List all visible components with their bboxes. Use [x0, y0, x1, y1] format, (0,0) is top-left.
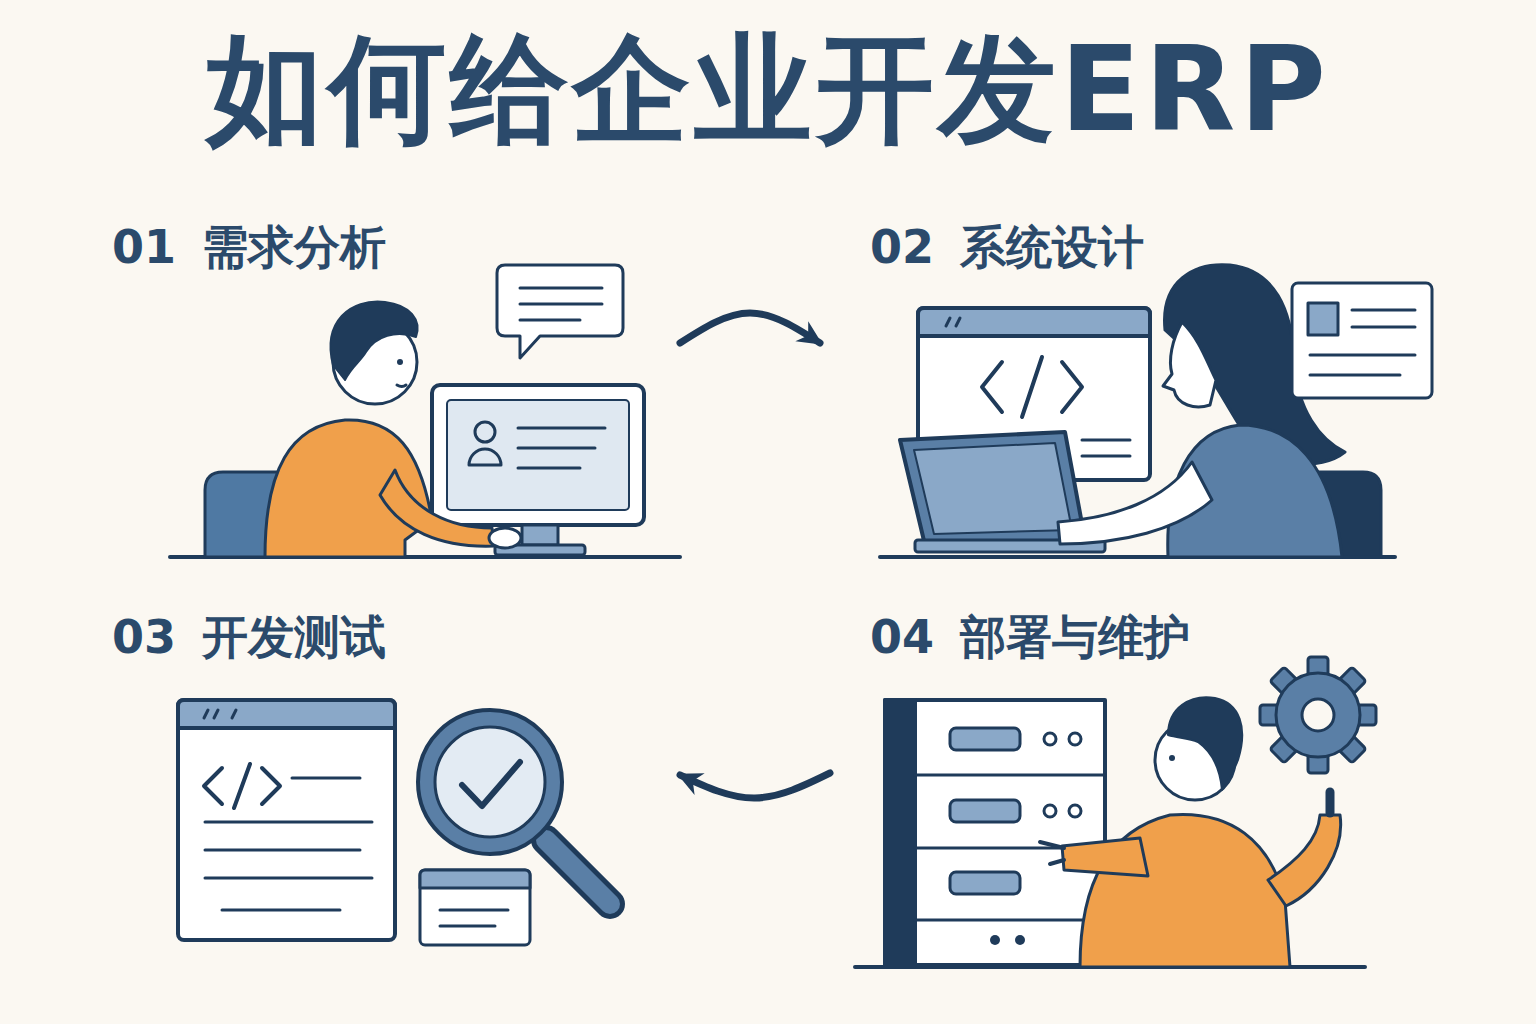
designer-figure	[880, 265, 1432, 557]
step-heading: 04 部署与维护	[870, 610, 1190, 665]
step-panel: 03 开发测试	[110, 610, 680, 960]
title: 如何给企业开发ERP	[0, 22, 1536, 158]
step-heading: 03 开发测试	[112, 610, 386, 665]
deploy-figure	[855, 657, 1376, 967]
step-heading: 02 系统设计	[870, 220, 1144, 275]
flow-arrow	[680, 773, 830, 798]
flow-arrow	[680, 313, 820, 343]
analyst-figure	[170, 265, 680, 557]
step-panel: 04 部署与维护	[830, 610, 1390, 970]
step-panel: 01 需求分析	[110, 220, 680, 560]
step-heading: 01 需求分析	[112, 220, 386, 275]
code-test-figure	[178, 700, 610, 945]
step-panel: 02 系统设计	[820, 220, 1440, 560]
